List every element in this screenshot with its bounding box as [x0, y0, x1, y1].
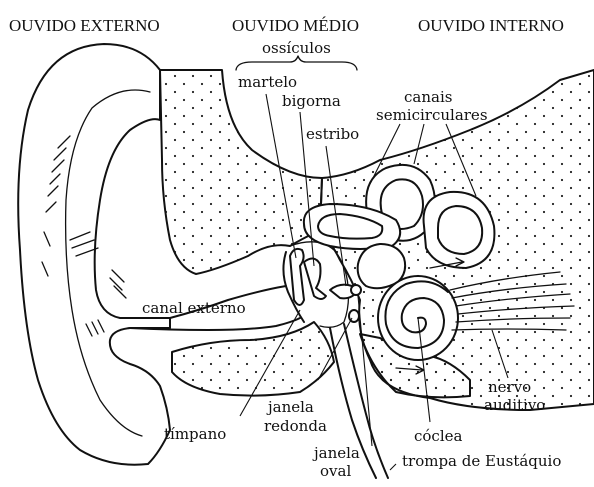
label-eustachian-tube: trompa de Eustáquio — [402, 452, 561, 470]
label-ossicles: ossículos — [262, 39, 331, 57]
semicircular-canal-superior-inner — [438, 206, 482, 254]
label-oval-window-line2: oval — [320, 462, 351, 480]
header-outer-ear: OUVIDO EXTERNO — [9, 16, 160, 35]
label-incus: bigorna — [282, 92, 341, 110]
label-nerve-line2: auditivo — [484, 396, 545, 414]
label-tympanum: tímpano — [164, 425, 226, 443]
label-round-window-line1: janela — [266, 398, 314, 416]
label-malleus: martelo — [238, 73, 297, 91]
label-canals-line1: canais — [404, 88, 452, 106]
header-middle-ear: OUVIDO MÉDIO — [232, 16, 359, 35]
malleus — [290, 249, 304, 305]
incus — [304, 258, 326, 299]
label-oval-window-line1: janela — [312, 444, 360, 462]
temporal-bone-lower — [172, 322, 334, 396]
label-cochlea: cóclea — [414, 427, 463, 445]
label-round-window-line2: redonda — [264, 417, 327, 435]
label-external-canal: canal externo — [142, 299, 246, 317]
auricle — [18, 44, 170, 465]
label-canals-line2: semicirculares — [376, 106, 488, 124]
label-stapes: estribo — [306, 125, 359, 143]
stapes-footplate — [351, 285, 361, 295]
header-inner-ear: OUVIDO INTERNO — [418, 16, 564, 35]
ossicles-bracket — [236, 56, 357, 70]
label-nerve-line1: nervo — [488, 378, 531, 396]
